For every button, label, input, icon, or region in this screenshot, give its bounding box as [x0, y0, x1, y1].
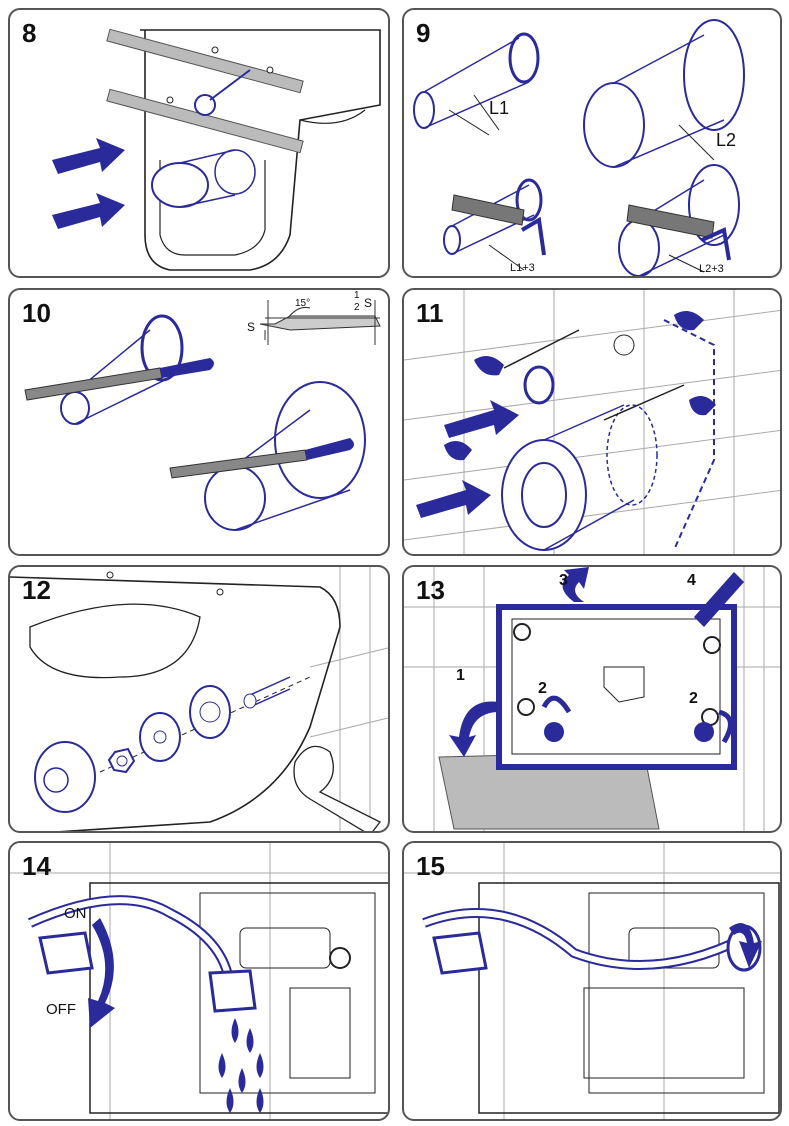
step-number: 15 — [416, 851, 445, 881]
label-l2-plus-3: L2+3 — [699, 263, 724, 275]
step-9-panel: 9 L1 L2 L1+3 L2+3 — [402, 8, 782, 278]
step-15-panel: 15 — [402, 841, 782, 1121]
step-15-illustration — [404, 843, 780, 1119]
step-10-panel: 10 15° S 1 2 S — [8, 288, 390, 556]
step-10-illustration — [24, 300, 381, 531]
label-angle: 15° — [295, 298, 311, 309]
label-l2: L2 — [716, 130, 737, 150]
step-11-panel: 11 — [402, 288, 782, 556]
step-number: 13 — [416, 575, 445, 605]
step-number: 10 — [22, 298, 51, 328]
label-half-s: S — [364, 296, 373, 310]
step-number: 8 — [22, 18, 37, 48]
label-1: 1 — [456, 667, 465, 684]
step-8-panel: 8 — [8, 8, 390, 278]
label-off: OFF — [46, 1001, 76, 1018]
step-12-panel: 12 — [8, 565, 390, 833]
step-11-illustration — [404, 290, 780, 554]
label-2-left: 2 — [538, 680, 547, 697]
label-3: 3 — [559, 572, 568, 589]
step-13-illustration — [404, 567, 780, 831]
step-number: 9 — [416, 18, 431, 48]
step-8-illustration — [52, 28, 381, 271]
label-4: 4 — [687, 572, 696, 589]
label-on: ON — [64, 905, 87, 922]
label-l1-plus-3: L1+3 — [510, 262, 535, 274]
step-14-panel: 14 ON OFF — [8, 841, 390, 1121]
step-12-illustration — [10, 567, 388, 831]
step-14-illustration — [10, 843, 388, 1119]
step-13-panel: 13 1 2 2 3 4 — [402, 565, 782, 833]
step-number: 12 — [22, 575, 51, 605]
label-half-denominator: 2 — [354, 302, 360, 313]
label-half-numerator: 1 — [354, 290, 360, 301]
label-2-right: 2 — [689, 690, 698, 707]
label-s: S — [247, 320, 256, 334]
label-l1: L1 — [489, 98, 510, 118]
step-number: 14 — [22, 851, 51, 881]
step-number: 11 — [416, 298, 444, 328]
step-9-illustration — [413, 19, 745, 276]
